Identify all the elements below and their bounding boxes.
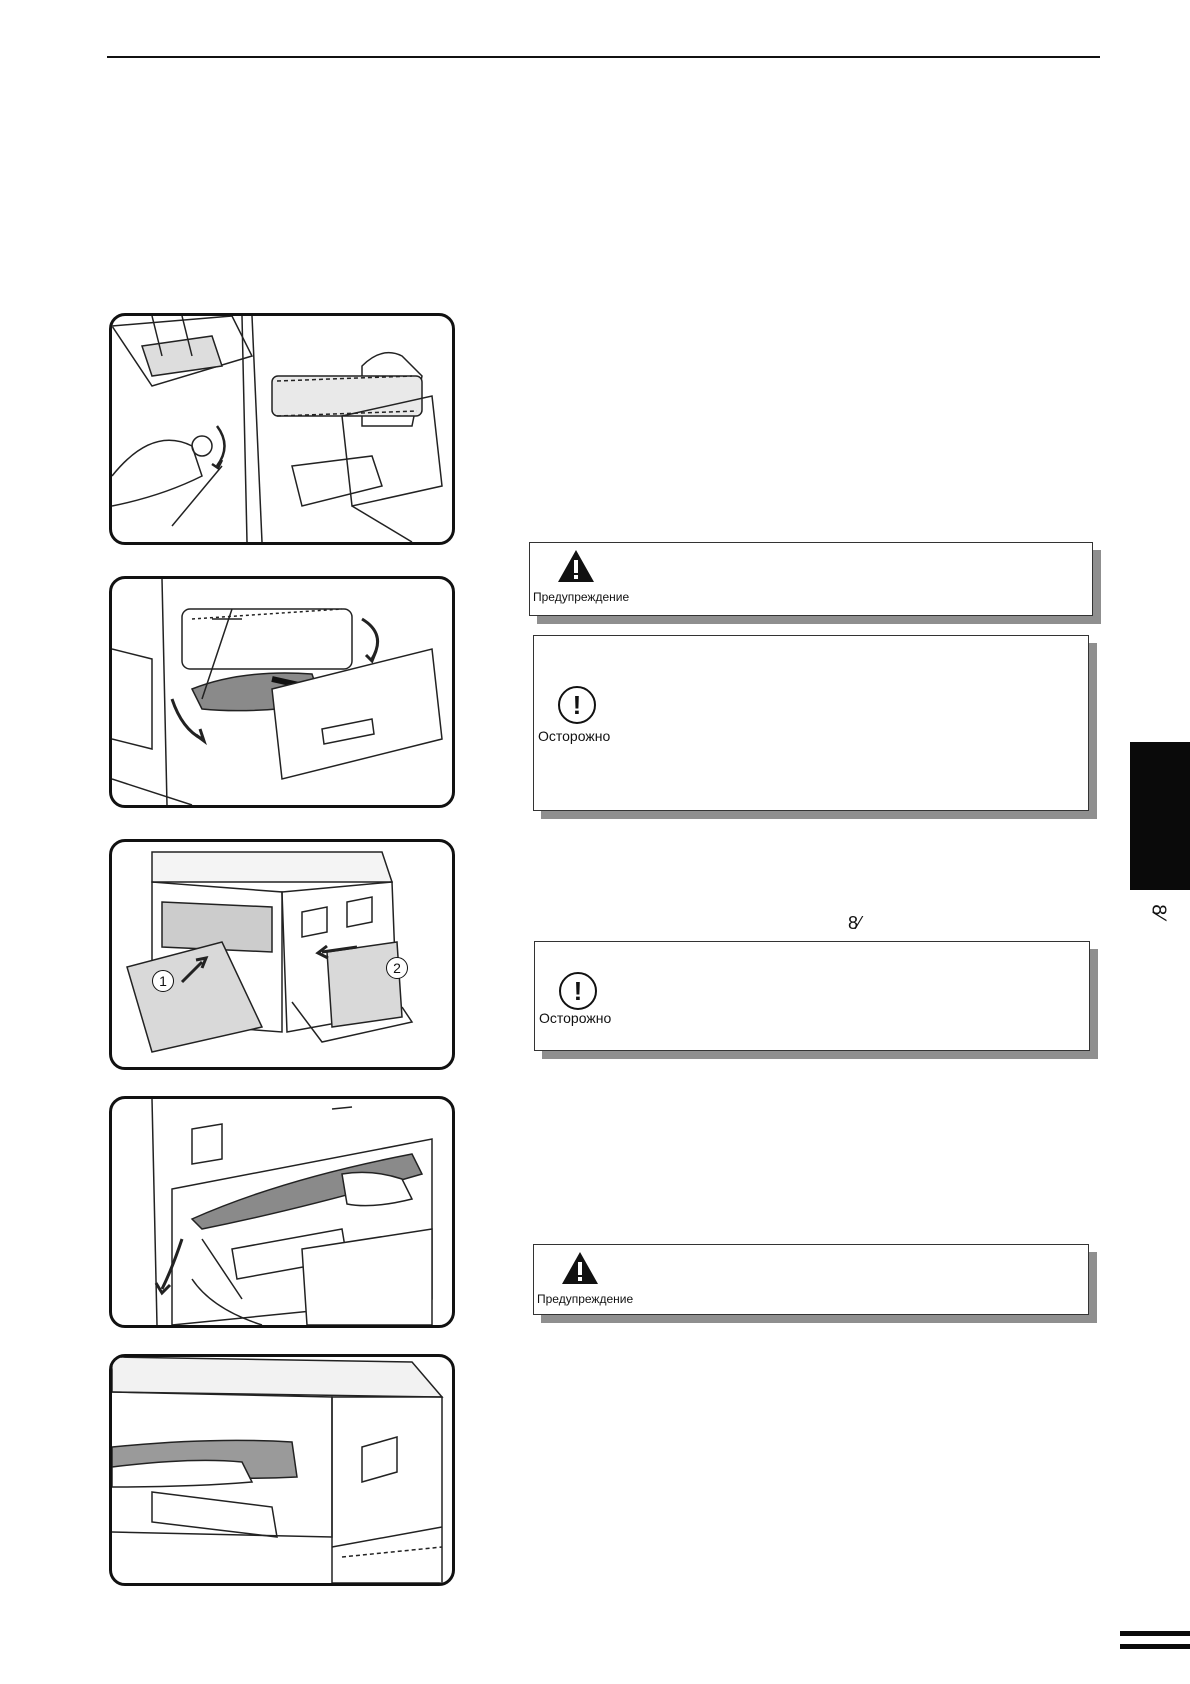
jam-inline-icon: 8⁄ [848, 913, 862, 933]
warning-triangle-icon [558, 550, 594, 582]
caution-box-2: ! Осторожно [534, 941, 1090, 1051]
illustration-2 [109, 576, 455, 808]
bottom-rule-1 [1120, 1631, 1190, 1636]
warning-box-2: Предупреждение [533, 1244, 1089, 1315]
illustration-4-drawing [151, 1099, 433, 1325]
caution-circle-icon: ! [558, 686, 596, 724]
caution-box-1: ! Осторожно [533, 635, 1089, 811]
illustration-3-drawing [126, 851, 414, 1053]
warning-label: Предупреждение [537, 1292, 634, 1306]
top-rule [107, 56, 1100, 58]
illustration-1 [109, 313, 455, 545]
illustration-3: 1 2 [109, 839, 455, 1070]
warning-label: Предупреждение [533, 590, 630, 604]
illustration-2-drawing [112, 579, 443, 805]
illustration-1-drawing [112, 316, 443, 542]
step-number-1: 1 [152, 970, 174, 992]
caution-label: Осторожно [539, 1010, 612, 1026]
illustration-4 [109, 1096, 455, 1328]
chapter-side-tab [1130, 742, 1190, 890]
bottom-rule-2 [1120, 1644, 1190, 1649]
jam-icon: 8⁄ [1147, 904, 1170, 919]
caution-circle-icon: ! [559, 972, 597, 1010]
illustration-5-drawing [112, 1357, 444, 1583]
warning-box-1: Предупреждение [529, 542, 1093, 616]
caution-label: Осторожно [538, 728, 611, 744]
step-number-2: 2 [386, 957, 408, 979]
illustration-5 [109, 1354, 455, 1586]
warning-triangle-icon [562, 1252, 598, 1284]
